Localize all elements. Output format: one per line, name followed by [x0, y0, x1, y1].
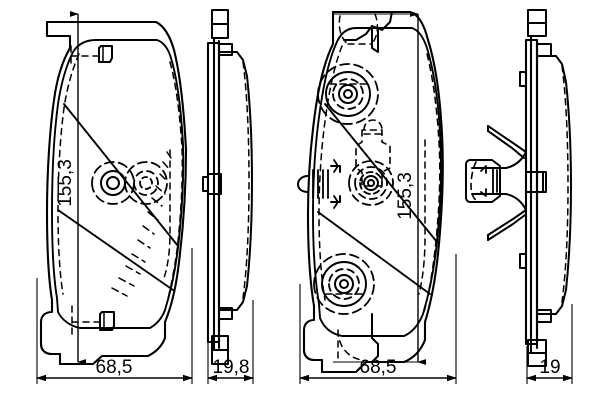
dimension-label-thickness-right: 19: [539, 357, 560, 378]
dimension-label-height-right: 155,3: [395, 172, 416, 220]
pad1-upper-tab-outline: [98, 45, 113, 63]
pad1-hidden-edge-dashed-2: [165, 61, 184, 307]
pad1-hidden-edge-dashed: [57, 53, 80, 295]
dimension-width-left: [36, 248, 193, 384]
pad2-edge-clip-lower: [536, 309, 552, 323]
pad2-edge-center-notch-inner: [536, 171, 544, 193]
pad1-edge-retaining-tab: [202, 176, 209, 192]
pad1-foot-outline: [40, 343, 61, 365]
pad1-slot-dashed-right: [111, 151, 172, 297]
dimension-width-right: [299, 254, 457, 384]
pad1-rivet-hole-right: [124, 161, 168, 205]
pad2-edge-plate-body: [524, 38, 539, 346]
dimension-label-thickness-left: 19,8: [213, 357, 250, 378]
pad2-hidden-edge-dashed-2: [423, 53, 441, 313]
pad1-edge-clip-lower: [218, 307, 233, 320]
view-pad-1-edge: [202, 9, 253, 365]
pad2-edge-top-lug: [527, 9, 547, 37]
pad1-edge-center-notch: [207, 173, 222, 195]
pad2-upper-boss: [317, 63, 379, 125]
pad1-edge-plate-body: [206, 41, 221, 344]
pad1-edge-clip-upper: [218, 43, 233, 56]
pad2-edge-tab-lower: [519, 253, 527, 269]
pad1-edge-top-lug: [211, 9, 229, 39]
pad2-sensor-lead: [297, 159, 341, 209]
pad2-edge-friction-profile: [536, 55, 572, 315]
pad1-inner-region-dashed: [163, 149, 171, 279]
view-pad-2-edge: [465, 9, 572, 367]
pad1-lower-tab-outline: [99, 311, 115, 331]
pad1-edge-bottom-lug: [211, 335, 229, 365]
dimension-height-right: [333, 11, 426, 365]
pad2-lower-hook-outline: [371, 313, 379, 363]
pad1-edge-friction-profile: [218, 51, 253, 311]
dimension-label-width-right: 68,5: [360, 357, 397, 378]
pad2-lower-boss: [313, 253, 375, 315]
pad2-edge-sensor-body: [465, 159, 501, 203]
pad1-friction-material-outline: [51, 39, 185, 329]
pad2-edge-tab-upper: [519, 71, 527, 87]
pad2-edge-clip-upper: [536, 43, 552, 57]
pad2-bottom-edge: [303, 349, 323, 373]
dimension-thickness-right: [526, 304, 573, 384]
pad2-spring-clip: [471, 125, 527, 241]
dimension-label-height-left: 155,3: [55, 159, 76, 207]
pad2-upper-lug-inner: [371, 25, 379, 53]
pad2-center-boss: [348, 160, 394, 206]
dimension-thickness-left: [207, 300, 254, 384]
pad2-lower-hook-dashed: [337, 329, 363, 363]
dimension-label-width-left: 68,5: [96, 357, 133, 378]
pad2-edge-bottom-lug: [527, 339, 547, 367]
